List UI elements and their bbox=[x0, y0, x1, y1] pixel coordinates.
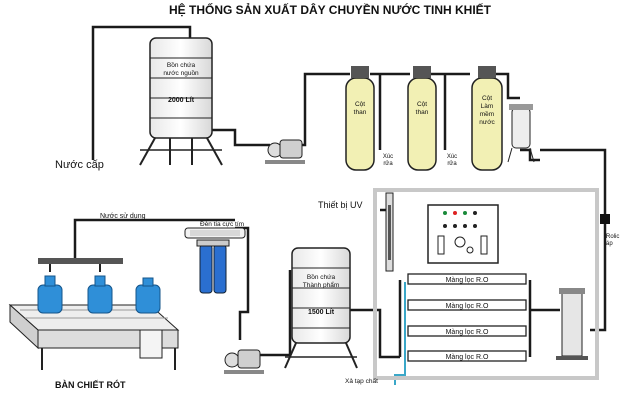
product-tank: Bồn chứa Thành phẩm 1500 Lít bbox=[284, 247, 358, 369]
uv-lamp-label: Đèn tia cực tím bbox=[200, 221, 244, 228]
feed-water-label: Nước cấp bbox=[55, 159, 104, 171]
column-label: nước bbox=[479, 119, 495, 126]
backwash-label: Xúc bbox=[383, 154, 393, 160]
product-tank-label: Bồn chứa bbox=[307, 272, 336, 281]
ro-membrane-label: Màng lọc R.O bbox=[446, 354, 489, 361]
ro-pump bbox=[556, 288, 588, 360]
source-tank-label: Bồn chứa bbox=[167, 60, 196, 69]
backwash-label: rửa bbox=[447, 160, 457, 167]
ro-system-frame bbox=[373, 188, 599, 380]
filling-station bbox=[8, 258, 180, 370]
pressure-switch-label: Rolic bbox=[606, 234, 619, 240]
backwash-label: Xúc bbox=[447, 154, 457, 160]
column-label: than bbox=[416, 109, 429, 116]
pump-2 bbox=[224, 349, 264, 374]
softener-column: Cột Làm mềm nước bbox=[471, 66, 503, 171]
product-tank-label-2: Thành phẩm bbox=[303, 281, 340, 289]
ro-membrane-label: Màng lọc R.O bbox=[446, 329, 489, 336]
source-tank-capacity: 2000 Lít bbox=[168, 97, 195, 104]
pressure-switch bbox=[600, 214, 610, 224]
used-water-label: Nước sử dụng bbox=[100, 212, 146, 220]
source-tank: Bồn chứa nước nguồn 2000 Lít bbox=[139, 37, 223, 166]
column-label: mềm bbox=[480, 109, 494, 118]
uv-device bbox=[385, 192, 394, 272]
column-label: Cột bbox=[355, 101, 365, 108]
water-bottles bbox=[37, 275, 161, 314]
uv-lamp bbox=[184, 227, 246, 239]
control-panel bbox=[427, 204, 499, 264]
pump-1 bbox=[265, 139, 305, 164]
column-label: Cột bbox=[482, 95, 492, 102]
column-label: Làm bbox=[481, 103, 494, 110]
uv-device-label: Thiết bị UV bbox=[318, 200, 363, 210]
cartridge-filter-housing bbox=[507, 104, 535, 163]
source-tank-label-2: nước nguồn bbox=[163, 68, 199, 77]
pressure-switch-label-2: áp bbox=[606, 241, 613, 247]
column-label: Cột bbox=[417, 101, 427, 108]
column-label: than bbox=[354, 109, 367, 116]
ro-membranes: Màng lọc R.O Màng lọc R.O Màng lọc R.O M… bbox=[407, 273, 527, 362]
cartridge-filters bbox=[196, 239, 230, 294]
product-tank-capacity: 1500 Lít bbox=[308, 309, 335, 316]
ro-membrane-label: Màng lọc R.O bbox=[446, 277, 489, 284]
drain-label: Xả tạp chất bbox=[345, 376, 378, 385]
backwash-label: rửa bbox=[383, 160, 393, 167]
diagram-title: HỆ THỐNG SẢN XUẤT DÂY CHUYỀN NƯỚC TINH K… bbox=[169, 2, 492, 17]
carbon-column-1: Cột than bbox=[345, 66, 375, 171]
filling-station-label: BÀN CHIẾT RÓT bbox=[55, 379, 126, 390]
ro-membrane-label: Màng lọc R.O bbox=[446, 303, 489, 310]
carbon-column-2: Cột than bbox=[407, 66, 437, 171]
